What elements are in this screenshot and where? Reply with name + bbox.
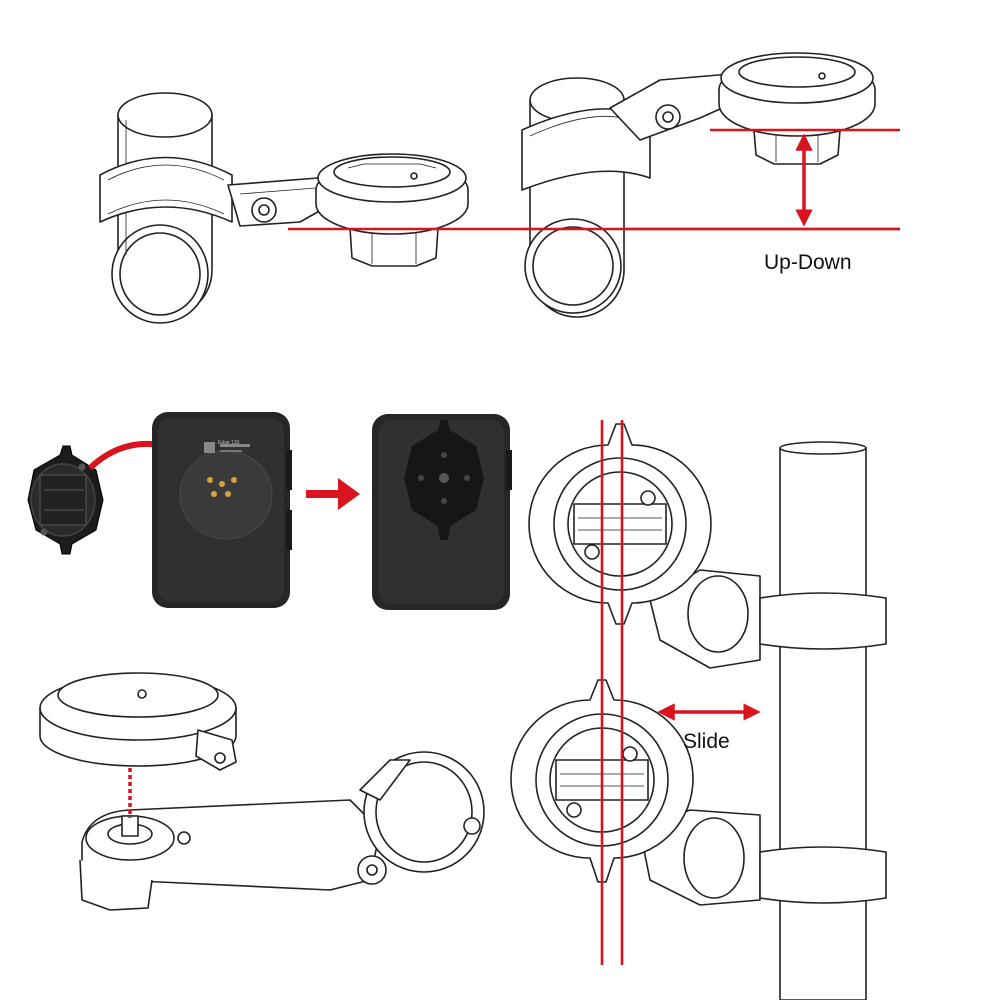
up-down-label: Up-Down xyxy=(764,251,852,274)
vertical-bar-tube xyxy=(779,447,867,1000)
slide-indicator xyxy=(600,420,761,965)
computer-head-low xyxy=(315,153,469,267)
slide-label: Slide xyxy=(683,730,730,753)
panel-low-position xyxy=(99,92,469,324)
computer-head-high xyxy=(718,52,876,165)
clamp-band-2 xyxy=(521,108,651,191)
bike-computer-with-adapter xyxy=(372,414,512,610)
up-down-indicator xyxy=(525,128,900,231)
panel-high-position xyxy=(521,52,876,318)
bar-clamp xyxy=(359,751,485,873)
computer-brand-tag: Edge 130 xyxy=(218,440,240,446)
next-step-arrow xyxy=(306,478,360,510)
mount-arm xyxy=(227,177,331,227)
extension-arm xyxy=(79,799,387,911)
computer-head-exploded xyxy=(39,672,237,771)
adapter-plate xyxy=(27,445,104,555)
panel-assembly xyxy=(39,672,485,911)
clamp-band xyxy=(99,156,233,223)
upper-mount xyxy=(528,423,887,669)
bike-computer-back xyxy=(152,412,292,608)
